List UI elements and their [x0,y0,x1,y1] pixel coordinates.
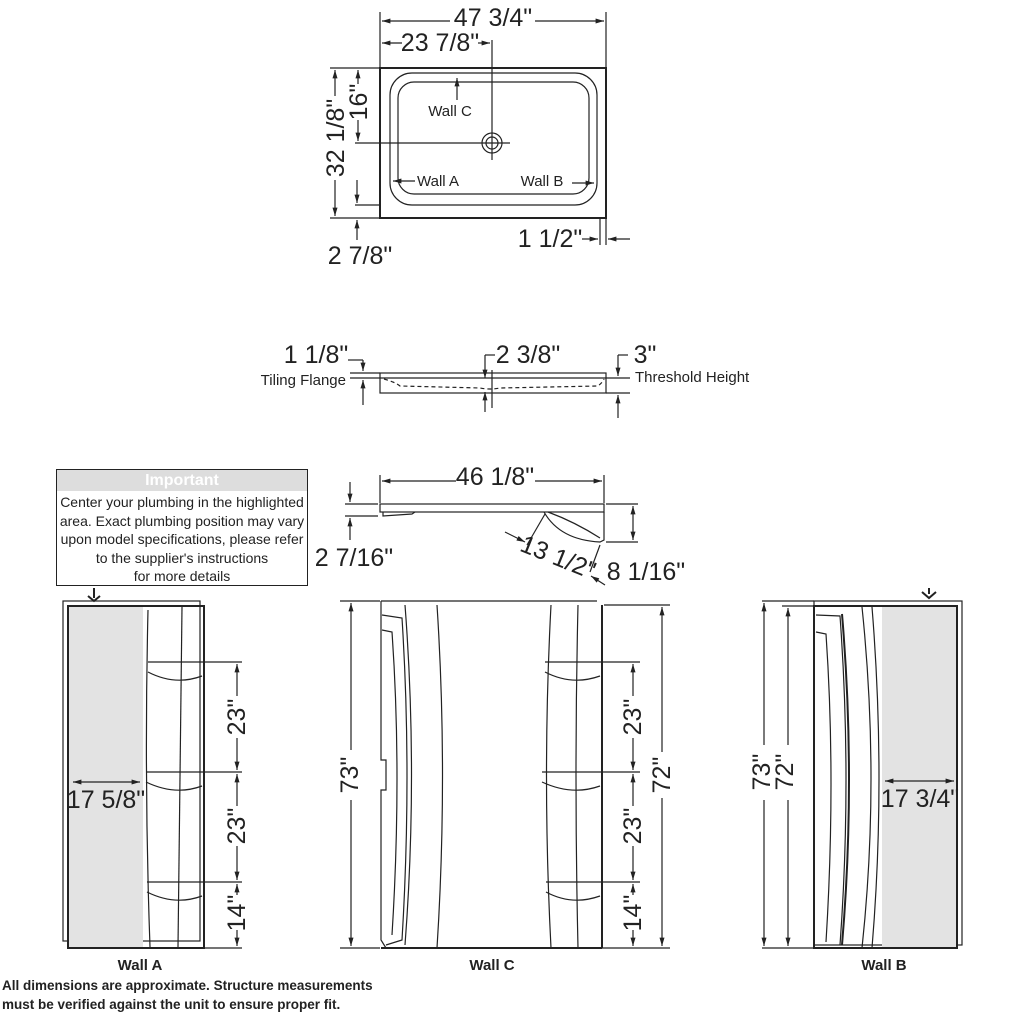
base-side-view [348,354,630,418]
profile-corner-depth-dim: 8 1/16" [607,558,685,586]
threshold-height-dim: 3" [634,341,657,369]
wall-c-drawing [340,600,670,949]
wall-a-label: Wall A [417,173,459,190]
arrow-down-icon [87,588,101,603]
wall-b-caption: Wall B [861,957,906,974]
wall-b-label: Wall B [521,173,564,190]
wall-c-outer-height-dim: 73" [336,757,364,794]
important-note-title: Important [57,470,307,491]
base-top-view [330,12,630,245]
wall-a-caption: Wall A [118,957,163,974]
important-note-line: for more details [133,568,231,584]
wall-c-caption: Wall C [469,957,514,974]
important-note: Important Center your plumbing in the hi… [56,469,308,586]
wall-profile-view [345,475,638,586]
tiling-flange-dim: 1 1/8" [284,341,348,369]
wall-b-plumbing-width-dim: 17 3/4" [881,785,959,813]
arrow-down-icon [921,588,937,600]
overall-depth-dim: 32 1/8" [322,99,350,177]
disclaimer-line-2: must be verified against the unit to ens… [2,997,341,1012]
important-note-line: upon model specifications, please refer [60,531,304,547]
wall-a-bottom-gap-dim: 14" [223,895,251,932]
flange-width-dim: 1 1/2" [518,225,582,253]
wall-c-bottom-gap-dim: 14" [619,895,647,932]
profile-thickness-dim: 2 7/16" [315,544,393,572]
profile-width-dim: 46 1/8" [456,463,534,491]
disclaimer: All dimensions are approximate. Structur… [2,976,373,1014]
wall-a-shelf-gap-1-dim: 23" [223,699,251,736]
wall-c-label: Wall C [428,103,472,120]
drain-offset-x-dim: 23 7/8" [401,29,479,57]
wall-a-drawing [62,588,242,949]
wall-a-shelf-gap-2-dim: 23" [223,808,251,845]
threshold-height-label: Threshold Height [635,369,750,386]
important-note-body: Center your plumbing in the highlighted … [57,491,307,586]
important-note-line: area. Exact plumbing position may vary [59,512,305,529]
wall-c-shelf-gap-2-dim: 23" [619,808,647,845]
profile-diagonal-dim: 13 1/2" [516,530,599,585]
wall-a-plumbing-width-dim: 17 5/8" [67,786,145,814]
important-note-line: Center your plumbing in the highlighted [60,494,304,510]
wall-b-outer-height-dim: 73" [748,754,776,791]
wall-c-shelf-gap-1-dim: 23" [619,699,647,736]
wall-b-drawing [761,588,963,949]
tiling-flange-label: Tiling Flange [261,372,346,389]
disclaimer-line-1: All dimensions are approximate. Structur… [2,978,373,993]
overall-width-dim: 47 3/4" [454,4,532,32]
drain-depth-dim: 2 3/8" [496,341,560,369]
important-note-line: to the supplier's instructions [95,549,269,566]
drain-offset-y-dim: 16" [345,84,373,121]
threshold-depth-dim: 2 7/8" [328,242,392,270]
wall-c-inner-height-dim: 72" [648,757,676,794]
wall-b-inner-height-dim: 72" [771,754,799,791]
